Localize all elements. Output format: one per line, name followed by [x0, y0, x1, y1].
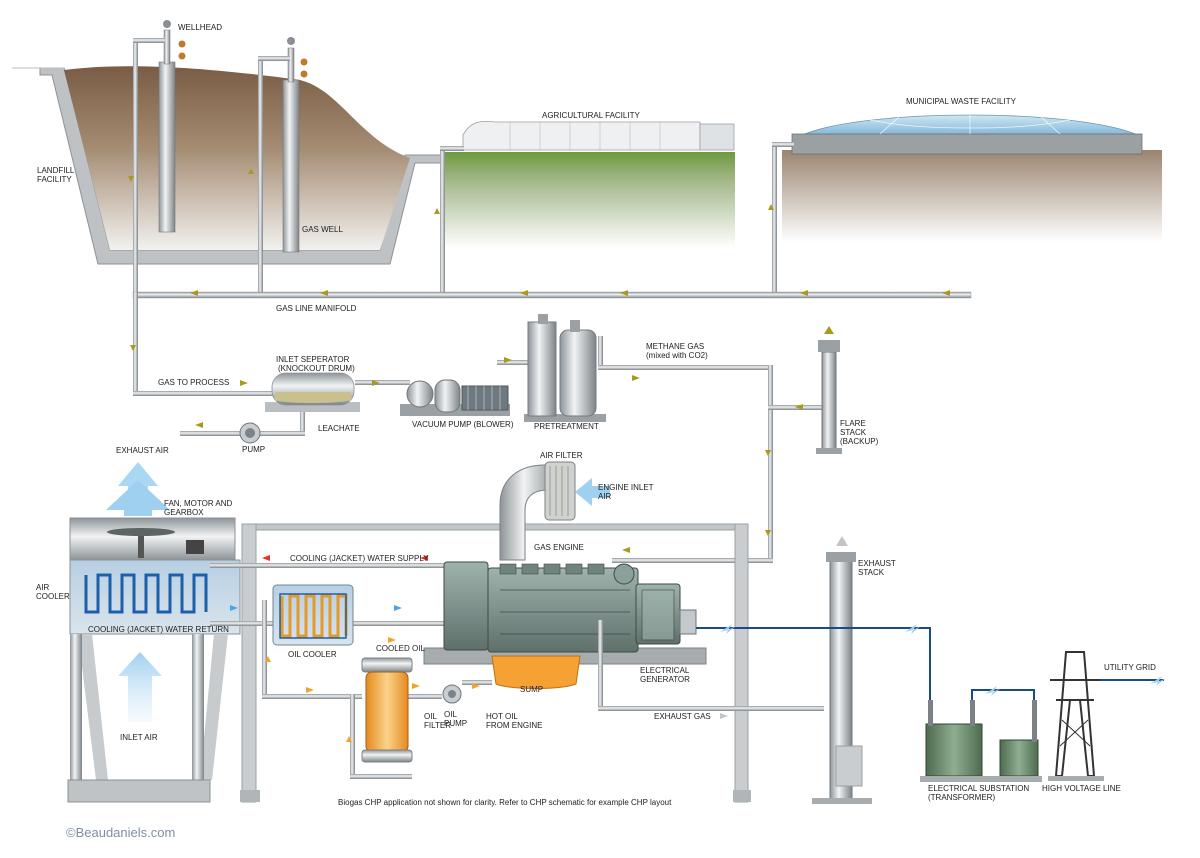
label-flare: FLARE [840, 419, 866, 428]
inlet-separator [265, 372, 360, 412]
electrical-line [696, 624, 1166, 700]
label-exhaust-air: EXHAUST AIR [116, 446, 169, 455]
label-inlet-air: INLET AIR [120, 733, 158, 742]
label-fan-motor: FAN, MOTOR AND [164, 499, 233, 508]
label-flare-backup: (BACKUP) [840, 437, 879, 446]
exhaust-gas-arrow [720, 713, 728, 719]
label-methane-mix: (mixed with CO2) [646, 351, 708, 360]
label-air-cooler-2: COOLER [36, 592, 70, 601]
label-hot-oil: HOT OIL [486, 712, 518, 721]
electrical-generator [641, 589, 675, 641]
label-generator: GENERATOR [640, 675, 690, 684]
label-agricultural-facility: AGRICULTURAL FACILITY [542, 111, 640, 120]
label-pump: PUMP [242, 445, 265, 454]
label-inlet-separator: INLET SEPERATOR [276, 355, 350, 364]
label-from-engine: FROM ENGINE [486, 721, 542, 730]
municipal-waste-facility [772, 112, 1162, 294]
copyright: ©Beaudaniels.com [66, 825, 176, 840]
gas-flow-arrows [128, 168, 950, 553]
label-gas-line-manifold: GAS LINE MANIFOLD [276, 304, 357, 313]
label-municipal-facility: MUNICIPAL WASTE FACILITY [906, 97, 1017, 106]
air-cooler [50, 462, 241, 803]
label-utility-grid: UTILITY GRID [1104, 663, 1156, 672]
label-transformer: (TRANSFORMER) [928, 793, 995, 802]
oil-flow-arrows [265, 637, 480, 742]
water-flow-arrows [230, 555, 428, 611]
label-exhaust-stack: STACK [858, 568, 885, 577]
label-knockout-drum: (KNOCKOUT DRUM) [278, 364, 355, 373]
exhaust-stack [598, 536, 872, 804]
label-electrical: ELECTRICAL [640, 666, 690, 675]
agricultural-facility [440, 120, 735, 294]
footnote: Biogas CHP application not shown for cla… [338, 798, 672, 807]
label-gas-to-process: GAS TO PROCESS [158, 378, 229, 387]
label-oil-cooler: OIL COOLER [288, 650, 337, 659]
label-high-voltage-line: HIGH VOLTAGE LINE [1042, 784, 1121, 793]
label-oil-pump-2: PUMP [444, 719, 467, 728]
labels: WELLHEAD LANDFILL FACILITY GAS WELL AGRI… [36, 23, 1156, 807]
pretreatment [524, 314, 606, 422]
label-wellhead: WELLHEAD [178, 23, 222, 32]
label-air-cooler-1: AIR [36, 583, 50, 592]
label-exhaust: EXHAUST [858, 559, 896, 568]
electrical-substation [920, 700, 1042, 782]
label-landfill-facility: FACILITY [37, 175, 72, 184]
label-exhaust-gas: EXHAUST GAS [654, 712, 711, 721]
label-engine-inlet-air: AIR [598, 492, 612, 501]
label-pretreatment: PRETREATMENT [534, 422, 599, 431]
label-leachate: LEACHATE [318, 424, 360, 433]
label-substation: ELECTRICAL SUBSTATION [928, 784, 1029, 793]
label-landfill: LANDFILL [37, 166, 75, 175]
label-oil-filter-1: OIL [424, 712, 437, 721]
high-voltage-tower [1048, 651, 1104, 781]
support-frame [240, 523, 751, 803]
label-oil-pump-1: OIL [444, 710, 457, 719]
label-oil-filter-2: FILTER [424, 721, 451, 730]
label-engine-inlet: ENGINE INLET [598, 483, 654, 492]
label-cooling-return: COOLING (JACKET) WATER RETURN [88, 625, 229, 634]
oil-cooler [272, 584, 354, 646]
leachate-pump [239, 422, 261, 444]
label-cooled-oil: COOLED OIL [376, 644, 425, 653]
label-air-filter: AIR FILTER [540, 451, 583, 460]
vacuum-pump [400, 379, 510, 416]
flare-stack [816, 326, 842, 454]
label-sump: SUMP [520, 685, 543, 694]
label-gas-engine: GAS ENGINE [534, 543, 584, 552]
label-gas-well: GAS WELL [302, 225, 343, 234]
label-flare-stack: STACK [840, 428, 867, 437]
oil-filter [361, 657, 413, 763]
label-vacuum-pump: VACUUM PUMP (BLOWER) [412, 420, 514, 429]
label-cooling-supply: COOLING (JACKET) WATER SUPPLY [290, 554, 429, 563]
landfill [12, 20, 443, 294]
air-filter [499, 461, 610, 561]
label-methane-gas: METHANE GAS [646, 342, 704, 351]
label-gearbox: GEARBOX [164, 508, 204, 517]
oil-pump [442, 684, 462, 704]
